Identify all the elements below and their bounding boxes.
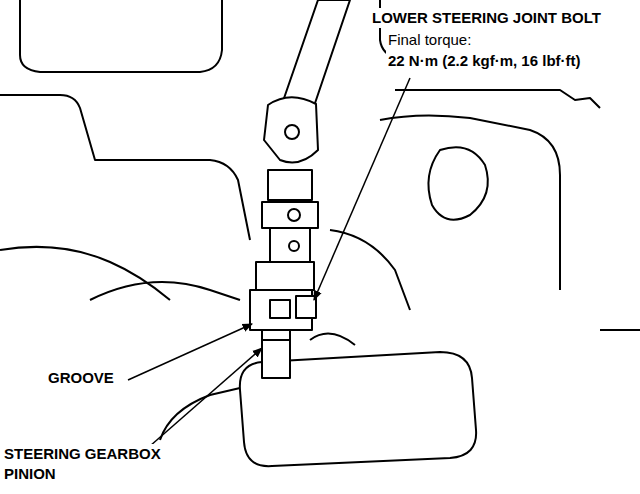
torque-note: Final torque: xyxy=(386,30,473,50)
leader-lines xyxy=(128,78,410,446)
upper-panel xyxy=(20,0,222,72)
boot-edge xyxy=(310,334,355,345)
part-name: LOWER STEERING JOINT BOLT xyxy=(370,8,603,28)
leader-line xyxy=(314,78,410,300)
lower-yoke xyxy=(256,262,314,290)
intermediate-shaft xyxy=(270,228,310,262)
yoke-hole xyxy=(288,209,300,221)
floor-curve xyxy=(0,247,170,300)
yoke-hole xyxy=(285,125,299,139)
leader-line xyxy=(150,348,262,446)
floor-curve xyxy=(90,282,240,300)
cross-joint xyxy=(268,170,312,200)
frame-edge xyxy=(395,90,600,108)
upper-shaft xyxy=(282,0,350,112)
pinion-groove xyxy=(262,339,290,341)
floor-curve xyxy=(160,388,240,440)
floor-curve xyxy=(330,230,410,310)
leader-line xyxy=(128,324,252,380)
part-name: GROOVE xyxy=(46,368,116,388)
frame-edge xyxy=(380,115,560,290)
steering-shaft xyxy=(250,0,350,378)
pinion-shaft xyxy=(262,330,290,378)
intermediate-yoke xyxy=(262,202,318,228)
yoke-hole xyxy=(289,241,299,251)
frame-edge xyxy=(600,329,640,331)
torque-value: 22 N·m (2.2 kgf·m, 16 lbf·ft) xyxy=(386,51,583,71)
clamp-slot xyxy=(270,300,290,318)
part-name: STEERING GEARBOX PINION xyxy=(2,444,191,483)
upper-yoke xyxy=(264,97,318,162)
frame-opening xyxy=(428,147,487,220)
joint-bolt-head xyxy=(296,296,316,318)
floor-edge xyxy=(0,95,250,240)
